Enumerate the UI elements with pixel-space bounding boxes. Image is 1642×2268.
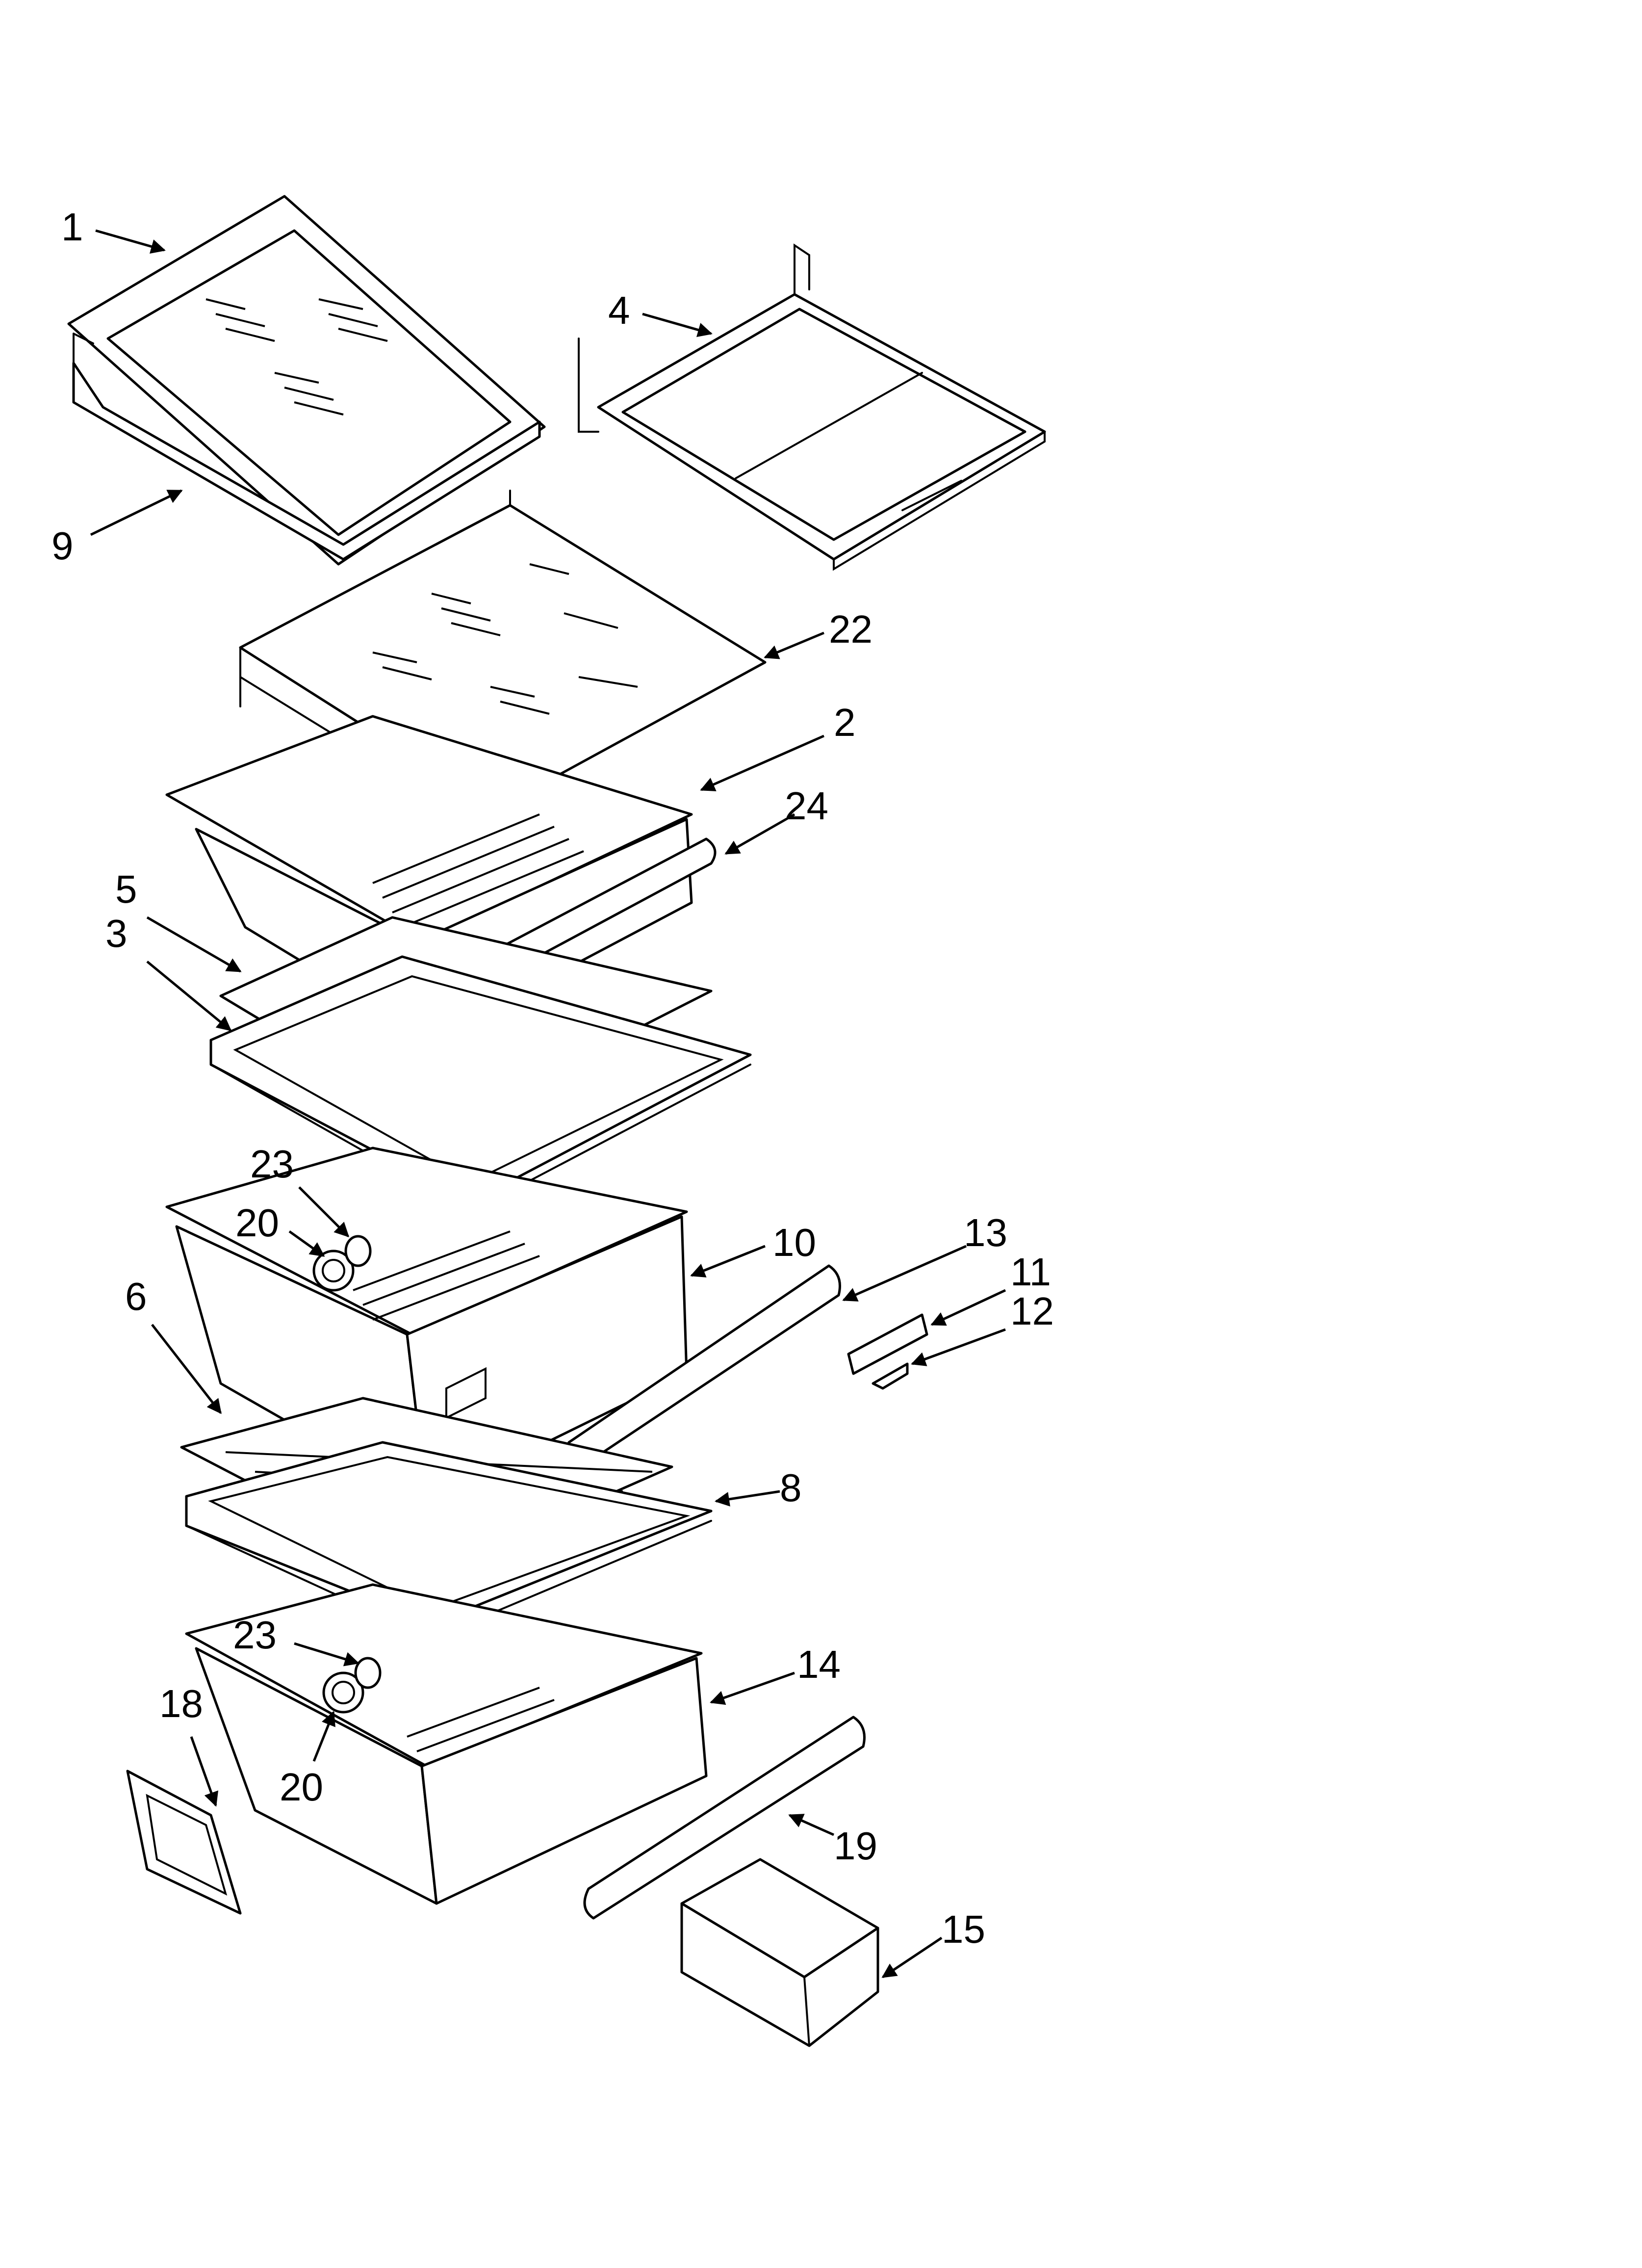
part-15-small-bin: [680, 1858, 879, 2047]
callout-20b: 20: [280, 1765, 323, 1809]
leader-24: [724, 813, 795, 855]
leader-20b: [312, 1711, 335, 1762]
callout-11: 11: [1010, 1250, 1051, 1294]
callout-14: 14: [797, 1642, 841, 1686]
leader-1: [95, 229, 166, 254]
callout-18: 18: [159, 1682, 203, 1725]
part-1-glass-shelf: [67, 195, 546, 566]
leader-lines: [90, 229, 1006, 1979]
part-14-bottom-drawer: [185, 1583, 708, 1905]
callout-3: 3: [105, 912, 128, 955]
callout-9: 9: [51, 524, 74, 568]
callout-2: 2: [834, 701, 856, 744]
leader-11: [930, 1289, 1006, 1326]
leader-8: [715, 1490, 780, 1507]
callout-13: 13: [964, 1211, 1007, 1254]
callout-10: 10: [772, 1221, 816, 1264]
part-8-cover-frame: [185, 1441, 713, 1640]
leader-19: [788, 1814, 835, 1836]
leader-14: [710, 1671, 795, 1705]
leader-3: [146, 961, 232, 1031]
leader-23b: [294, 1642, 359, 1667]
part-20-knob-lower: [322, 1671, 364, 1714]
part-23-knob-shaft-lower: [354, 1657, 382, 1689]
callout-1: 1: [61, 205, 83, 249]
callout-6: 6: [125, 1275, 147, 1318]
leader-2: [700, 734, 825, 791]
part-11-bracket: [847, 1313, 928, 1375]
callout-24: 24: [785, 784, 828, 828]
callout-23b: 23: [233, 1613, 277, 1657]
leader-5: [146, 916, 242, 973]
leader-23a: [298, 1186, 350, 1238]
callout-labels: 1 4 9 22 2 24 5 3 23 20 10 13 11 12 6 8 …: [51, 205, 1054, 1951]
part-20-knob-upper: [312, 1250, 355, 1292]
callout-22: 22: [829, 607, 872, 651]
callout-8: 8: [780, 1466, 802, 1510]
leader-13: [842, 1245, 967, 1302]
part-19-trim-strip: [583, 1716, 866, 1920]
leader-18: [190, 1736, 219, 1807]
leader-4: [642, 313, 713, 338]
part-18-label-plate: [126, 1770, 242, 1915]
callout-5: 5: [115, 867, 137, 911]
leader-10: [690, 1245, 766, 1277]
callout-12: 12: [1010, 1289, 1054, 1333]
leader-20a: [288, 1230, 325, 1257]
callout-23a: 23: [250, 1142, 294, 1186]
callout-19: 19: [834, 1824, 877, 1868]
callout-4: 4: [608, 288, 630, 332]
callout-15: 15: [942, 1907, 985, 1951]
part-4-shelf-frame: [578, 243, 1046, 571]
leader-12: [911, 1328, 1006, 1366]
callout-20a: 20: [235, 1201, 279, 1245]
leader-22: [764, 631, 824, 659]
part-12-clip: [872, 1362, 909, 1390]
leader-9: [90, 489, 183, 536]
part-23-knob-shaft-upper: [344, 1235, 372, 1267]
part-9-shelf-frame: [72, 333, 541, 561]
leader-15: [881, 1936, 943, 1979]
leader-6: [151, 1324, 222, 1414]
